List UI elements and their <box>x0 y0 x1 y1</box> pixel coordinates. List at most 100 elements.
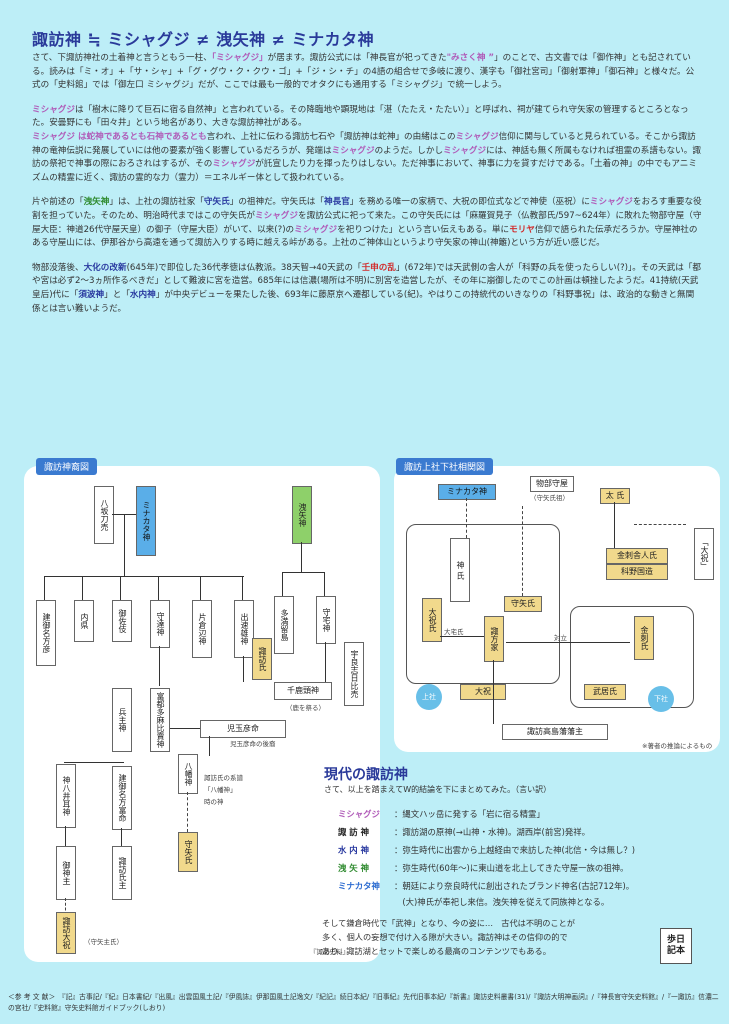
highlight-mishaguji: ミシャグジ <box>589 197 633 208</box>
connector <box>158 576 159 600</box>
text-run: が託宣したり力を揮ったりはしない。ただ神事において、神事に力を貸すだけである。「… <box>32 159 697 183</box>
connector <box>159 646 160 686</box>
references: ＜参 考 文 献＞ 『記』古事記/『紀』日本書紀/『出風』出雲国風土記/『伊風誌… <box>8 993 719 1012</box>
modern-row: ミナカタ神：朝廷により奈良時代に創出されたブランド神名(古記712年)。 <box>338 880 634 892</box>
modern-text: ：縄文ハッ岳に発する「岩に宿る精霊」 <box>394 809 545 819</box>
modern-subtitle: さて、以上を踏まえてW的結論を下にまとめてみた。（言い訳） <box>324 785 552 794</box>
upper-shrine-frame <box>406 524 560 684</box>
connector <box>493 660 494 724</box>
highlight-mishaguji: ミシャグジ <box>331 145 375 156</box>
node-katakura: 片倉辺神 <box>192 600 212 658</box>
modern-title: 現代の諏訪神 <box>324 767 408 783</box>
highlight-minochi-god: 水内神 <box>129 289 156 300</box>
connector <box>170 728 200 729</box>
text-run: 」(672年)では天武側の舎人が「科野の兵を使ったらしい(?)」。その天武は「都… <box>32 262 702 300</box>
highlight-misaku: "みさく神 ” <box>446 53 495 63</box>
highlight-taika: 大化の改新 <box>83 262 127 273</box>
node-kanesashi: 金刺氏 <box>634 616 654 660</box>
conclusion-line: 多く、個人の妄想で付け入る隙が大きい。諏訪神はその信仰の的で <box>322 932 568 942</box>
connector <box>243 656 244 682</box>
highlight-jinchokan: 神長官 <box>324 197 350 208</box>
note-hachiman: 「八幡神」 <box>204 786 237 794</box>
node-minakata-2: ミナカタ神 <box>438 484 496 500</box>
connector <box>44 576 45 600</box>
node-ooji: 太 氏 <box>600 488 630 504</box>
badge-upper: 上社 <box>416 684 442 710</box>
connector <box>44 576 244 577</box>
paragraph-2: ミシャグジ は「樹木に降りて巨石に宿る自然神」と言われている。その降臨地や顕現地は… <box>32 104 702 186</box>
connector <box>324 572 325 596</box>
connector <box>209 736 210 756</box>
modern-text: (大)神氏が奉祀し来信。洩矢神を従えて同族神となる。 <box>394 897 610 907</box>
node-izumo: 出速雄神 <box>234 600 254 658</box>
modern-key: 諏 訪 神 <box>338 827 369 837</box>
text-run: 」は、上社の諏訪社家「 <box>109 197 204 208</box>
node-tamaru: 多満留島 <box>274 596 294 654</box>
connector <box>200 576 201 600</box>
node-takeiwa: 建御名方彦 <box>36 600 56 666</box>
node-morita: 守宅神 <box>316 596 336 644</box>
paragraph-4: 物部没落後、大化の改新(645年)で即位した36代孝徳は仏教派。38天智→40天… <box>32 262 702 316</box>
connector <box>242 576 243 600</box>
badge-lower: 下社 <box>648 686 674 712</box>
node-minakata: ミナカタ神 <box>136 486 156 556</box>
node-kanbe: 神八井耳神 <box>56 764 76 828</box>
highlight-jinshin: 壬申の乱 <box>361 262 396 273</box>
node-ochiai: 建御名方富命 <box>112 766 132 830</box>
text-run: を祀りつけた」という言い伝えもある。単に <box>337 224 510 235</box>
note-rivalry: 対立 <box>554 634 567 642</box>
conclusion-text: そして鎌倉時代で「武神」となり、今の姿に… 古代は不明のことが 多く、個人の妄想… <box>322 916 652 958</box>
highlight-moriya-clan: 守矢氏 <box>203 197 230 208</box>
node-ukiju: 宇良志日比売 <box>344 642 364 706</box>
text-run: 」の祖神だ。守矢氏は「 <box>229 197 324 208</box>
connector <box>282 572 283 596</box>
modern-row: (大)神氏が奉祀し来信。洩矢神を従えて同族神となる。 <box>338 896 609 908</box>
modern-row: ミシャグジ：縄文ハッ岳に発する「岩に宿る精霊」 <box>338 808 545 820</box>
modern-text: ：弥生時代(60年～)に東山道を北上してきた守屋一族の祖神。 <box>394 863 629 873</box>
text-run: をおろす重要な役割を担っていた。そのため、明治時代まではこの守矢氏が <box>32 197 702 221</box>
dashed-connector <box>65 898 66 920</box>
modern-key: 水 内 神 <box>338 845 369 855</box>
connector <box>614 502 615 548</box>
node-hachiman: 八幡神 <box>178 754 198 794</box>
relations-footer: ※著者の推論によるもの <box>642 742 713 750</box>
note-time: 時の神 <box>204 798 224 806</box>
text-run: (645年)で即位した36代孝徳は仏教派。38天智→40天武の「 <box>126 262 362 273</box>
modern-key: ミナカタ神 <box>338 881 380 891</box>
text-run: は「樹木に降りて巨石に宿る自然神」と言われている。その降臨地や顕現地は「湛（たた… <box>32 104 689 129</box>
connector <box>124 514 125 576</box>
connector <box>120 576 121 600</box>
genealogy-source: 『諏訪史料』 <box>310 948 349 956</box>
node-suwa-clan: 諏訪氏 <box>252 638 272 680</box>
text-run: 片や前述の「 <box>32 197 84 208</box>
paragraph-3: 片や前述の「洩矢神」は、上社の諏訪社家「守矢氏」の祖神だ。守矢氏は「神長官」を務… <box>32 196 702 250</box>
text-run: 」のことで、古文書では「御作神」とも記されている。読みは「ミ・オ」+「サ・シャ」… <box>32 53 695 91</box>
text-run: 」を務める唯一の家柄で、大祝の即位式などで神使（巫祝）に <box>349 197 590 208</box>
conclusion-line: そして鎌倉時代で「武神」となり、今の姿に… 古代は不明のことが <box>322 918 575 928</box>
connector <box>440 636 484 637</box>
node-yasaka: 八坂刀売 <box>94 486 114 544</box>
node-kouji: 兵主神 <box>112 688 132 752</box>
text-run: には、神話も無く所属もなければ祖霊の系譜もない。諏訪の祭祀で神事の際におろされは… <box>32 145 701 170</box>
connector <box>64 762 124 763</box>
node-suwa-taka: 諏訪高島藩藩主 <box>502 724 608 740</box>
modern-row: 水 内 神：弥生時代に出雲から上越経由で来訪した神(北信・今は無し？) <box>338 844 635 856</box>
node-ontake: 御神主 <box>56 846 76 900</box>
modern-key: 洩 矢 神 <box>338 863 369 873</box>
connector <box>65 826 66 846</box>
text-run: が居ます。諏訪公式には「神長官が祀ってきた <box>267 53 447 63</box>
highlight-mishaguji: ミシャグジ は蛇神であるとも石神であるとも <box>32 131 207 142</box>
node-naiken: 内県 <box>74 600 94 642</box>
note-lineage: 諏訪氏の系譜 <box>204 774 243 782</box>
node-amezu: 大祝氏 <box>422 598 442 642</box>
paragraph-1: さて、下諏訪神社の土着神と言うともう一柱、「ミシャグジ」が居ます。諏訪公式には「… <box>32 52 702 93</box>
node-moriya-clan: 守矢氏 <box>178 832 198 872</box>
lower-shrine-frame <box>570 606 694 708</box>
node-shinano: 科野国造 <box>606 564 668 580</box>
page-title: 諏訪神 ≒ ミシャグジ ≠ 洩矢神 ≠ ミナカタ神 <box>32 30 375 49</box>
node-moriya-god: 洩矢神 <box>292 486 312 544</box>
stamp-logo: 歩日 記本 <box>660 928 692 964</box>
text-run: 」と「 <box>104 289 130 300</box>
text-run: さて、下諏訪神社の土着神と言うともう一柱、 <box>32 53 212 63</box>
